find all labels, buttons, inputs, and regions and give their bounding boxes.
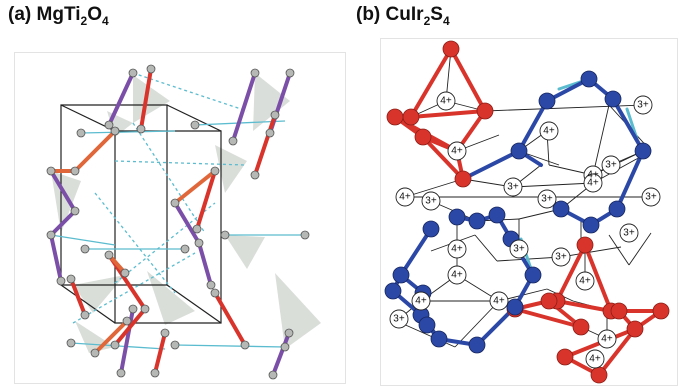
mgti2o4-structure: [46, 64, 321, 380]
charge-label: 4+: [543, 126, 555, 137]
panel-b-title: (b) CuIr2S4: [356, 4, 450, 28]
panel-b-diagram: 4+ 4+ 3+ 4+ 4+ 3+ 3+ 4+ 4+ 3+ 3+ 3+ 4+ 3…: [380, 38, 678, 386]
charge-label: 4+: [451, 270, 463, 281]
charge-label: 4+: [579, 276, 591, 287]
charge-label: 3+: [513, 244, 525, 255]
cuir2s4-structure: 4+ 4+ 3+ 4+ 4+ 3+ 3+ 4+ 4+ 3+ 3+ 3+ 4+ 3…: [384, 40, 670, 384]
charge-labels: 4+ 4+ 3+ 4+ 4+ 3+ 3+ 4+ 4+ 3+ 3+ 3+ 4+ 3…: [393, 96, 657, 365]
charge-label: 3+: [393, 314, 405, 325]
charge-label: 4+: [415, 296, 427, 307]
charge-circles: [389, 91, 661, 369]
charge-label: 3+: [555, 252, 567, 263]
charge-label: 3+: [605, 160, 617, 171]
charge-label: 4+: [493, 296, 505, 307]
charge-label: 3+: [541, 194, 553, 205]
charge-label: 4+: [601, 334, 613, 345]
charge-label: 4+: [440, 96, 452, 107]
charge-label: 3+: [637, 100, 649, 111]
charge-label: 4+: [589, 354, 601, 365]
charge-label: 4+: [451, 244, 463, 255]
panel-a-label: (a): [8, 4, 32, 25]
charge-label: 3+: [507, 182, 519, 193]
panel-b-label: (b): [356, 4, 381, 25]
charge-label: 3+: [425, 196, 437, 207]
charge-label: 3+: [623, 228, 635, 239]
panel-a-title: (a) MgTi2O4: [8, 4, 109, 28]
panel-a-diagram: [14, 52, 346, 384]
red-rods: [69, 67, 277, 375]
charge-label: 4+: [587, 178, 599, 189]
charge-label: 4+: [399, 192, 411, 203]
atom-spheres: [46, 64, 310, 380]
tetrahedra-shading: [51, 73, 321, 353]
charge-label: 3+: [645, 192, 657, 203]
panel-a-formula: MgTi2O4: [36, 4, 109, 28]
charge-label: 4+: [587, 170, 599, 181]
panel-b-formula: CuIr2S4: [385, 4, 450, 28]
purple-rods: [49, 71, 292, 377]
charge-label: 4+: [451, 146, 463, 157]
